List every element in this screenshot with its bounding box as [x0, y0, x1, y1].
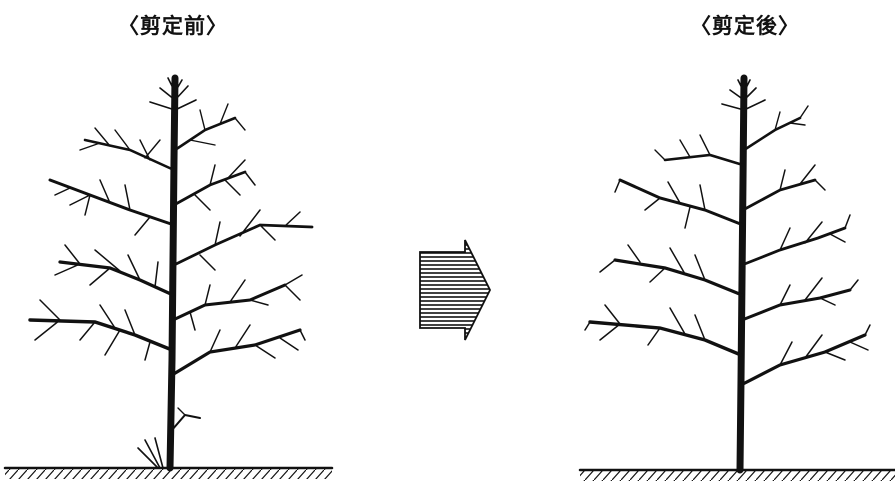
right-arrow-icon: [419, 239, 492, 341]
unpruned-tree-icon: [3, 74, 334, 479]
pruned-tree-icon: [578, 74, 895, 481]
label-after-pruning: 〈剪定後〉: [690, 14, 800, 38]
label-before-pruning: 〈剪定前〉: [118, 14, 228, 38]
